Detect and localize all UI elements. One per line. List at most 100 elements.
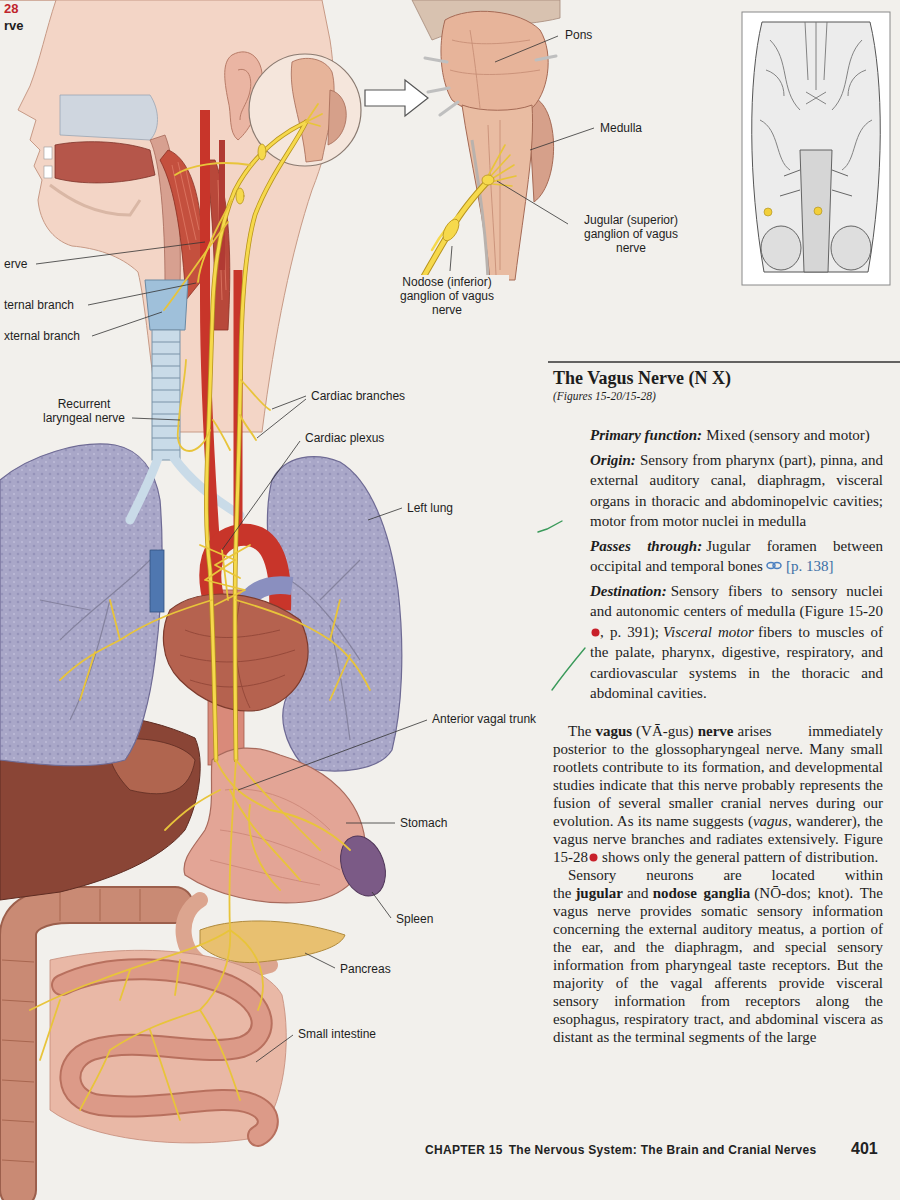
- handwritten-mark: [552, 648, 585, 690]
- link-icon: [773, 563, 781, 569]
- text-run: (Figures 15-20/15-28): [553, 390, 656, 402]
- body-paragraph: Sensory neurons are located within theju…: [553, 866, 883, 1046]
- small-intestine: [62, 969, 268, 1136]
- part-label: erve: [2, 257, 29, 271]
- vagus-nerve: [236, 600, 370, 700]
- text-run: Visceral motor: [663, 624, 754, 640]
- leader-line: [238, 720, 427, 790]
- inset-frame: [742, 12, 890, 285]
- vagus-root: [432, 212, 462, 250]
- oral-cavity: [55, 142, 155, 183]
- leader-line: [36, 242, 205, 264]
- leader-line: [36, 36, 594, 1062]
- leader-line: [256, 1035, 293, 1062]
- figure-dot-icon: [589, 853, 598, 862]
- part-label: Medulla: [598, 121, 644, 135]
- brain-gyri: [760, 22, 872, 170]
- caption-fragment: rve: [2, 19, 26, 33]
- part-label: Pancreas: [338, 962, 393, 976]
- body-paragraph: Thevagus(VĀ-gus)nervearises immediately …: [553, 722, 883, 866]
- leader-line: [272, 396, 306, 409]
- vertebral-artery: [472, 140, 488, 280]
- vagus-nerve: [198, 200, 232, 282]
- definition: Destination:Sensory fibers to sensory nu…: [590, 581, 883, 704]
- brain-outline: [752, 22, 881, 272]
- vagus-nerve: [175, 163, 250, 175]
- leader-line: [132, 418, 180, 420]
- nodose-ganglion: [440, 217, 462, 244]
- callout-arrow: [365, 80, 428, 116]
- text-run: (NŌ-dos; knot). The vagus nerve provides…: [553, 885, 883, 1045]
- text-run: Mixed (sensory and motor): [706, 427, 870, 443]
- small-intestine: [62, 969, 268, 1136]
- part-label: Cardiac plexus: [303, 431, 386, 445]
- neck-muscle: [160, 150, 203, 300]
- text-run: and: [627, 885, 649, 901]
- section-rule: [548, 361, 900, 363]
- pons: [441, 11, 548, 115]
- key-term: nodose ganglia: [653, 885, 751, 901]
- page-number: 401: [851, 1140, 878, 1158]
- text-run: The: [568, 723, 591, 739]
- link-icon: [766, 561, 782, 570]
- vagus-marker: [814, 207, 822, 215]
- leader-line: [530, 128, 594, 150]
- figure-dot-icon: [590, 853, 598, 861]
- right-lung: [0, 444, 162, 766]
- tooth: [44, 166, 52, 178]
- leader-line: [372, 892, 391, 918]
- part-label: Stomach: [398, 816, 449, 830]
- vagus-nerve: [200, 545, 250, 605]
- part-label: Jugular (superior) ganglion of vagus ner…: [570, 213, 692, 255]
- vagus-nerve: [30, 760, 263, 1120]
- definition-term: Destination:: [590, 583, 667, 599]
- text-run: , p. 391);: [600, 624, 659, 640]
- text-run: (VĀ-gus): [636, 723, 694, 739]
- vagus-nerve: [30, 104, 370, 1120]
- key-term: vagus: [595, 723, 632, 739]
- vagus-marker: [764, 208, 772, 216]
- definition-term: Primary function:: [590, 427, 702, 443]
- cranial-nerve-stumps: [425, 56, 556, 115]
- medulla: [462, 105, 533, 280]
- brainstem: [800, 150, 832, 272]
- bronchial-tree: [40, 560, 360, 740]
- part-label: ternal branch: [2, 298, 76, 312]
- trachea-rings: [152, 342, 180, 450]
- leader-line: [497, 181, 568, 224]
- vagus-nerve: [164, 222, 228, 310]
- part-label: Left lung: [405, 501, 455, 515]
- chapter-title: The Nervous System: The Brain and Crania…: [509, 1143, 817, 1158]
- vagus-nerve: [213, 420, 230, 450]
- definition: Primary function:Mixed (sensory and moto…: [590, 425, 883, 446]
- part-label: Anterior vagal trunk: [430, 712, 538, 726]
- trachea: [152, 330, 180, 460]
- text-run: vagus: [753, 813, 788, 829]
- chapter-number: CHAPTER 15: [425, 1143, 503, 1158]
- vagus-nerve: [30, 104, 370, 1120]
- vagus-nerve: [60, 600, 212, 700]
- mesentery: [50, 950, 286, 1143]
- part-label: Spleen: [394, 912, 435, 926]
- leader-line: [305, 953, 335, 968]
- vagus-root: [424, 145, 516, 276]
- jugular-ganglion: [482, 175, 494, 185]
- cerebellum: [831, 226, 871, 270]
- brain-base-inset: [742, 12, 890, 285]
- part-label: Recurrent laryngeal nerve: [36, 397, 132, 425]
- tooth: [44, 147, 52, 159]
- bronchi: [130, 458, 240, 520]
- vagus-nerve: [216, 760, 350, 890]
- part-label: Cardiac branches: [309, 389, 407, 403]
- pancreas: [200, 921, 345, 963]
- leader-line: [88, 283, 196, 305]
- leader-line: [257, 399, 306, 438]
- callout-circle: [249, 54, 361, 166]
- brainstem-inset: [412, 0, 560, 280]
- mini-brainstem: [291, 58, 334, 162]
- part-label: xternal branch: [2, 329, 82, 343]
- figure-dot-icon: [591, 628, 600, 637]
- cerebellum: [761, 226, 801, 270]
- nasal-cavity: [60, 95, 158, 140]
- figure-number: 28: [2, 2, 20, 16]
